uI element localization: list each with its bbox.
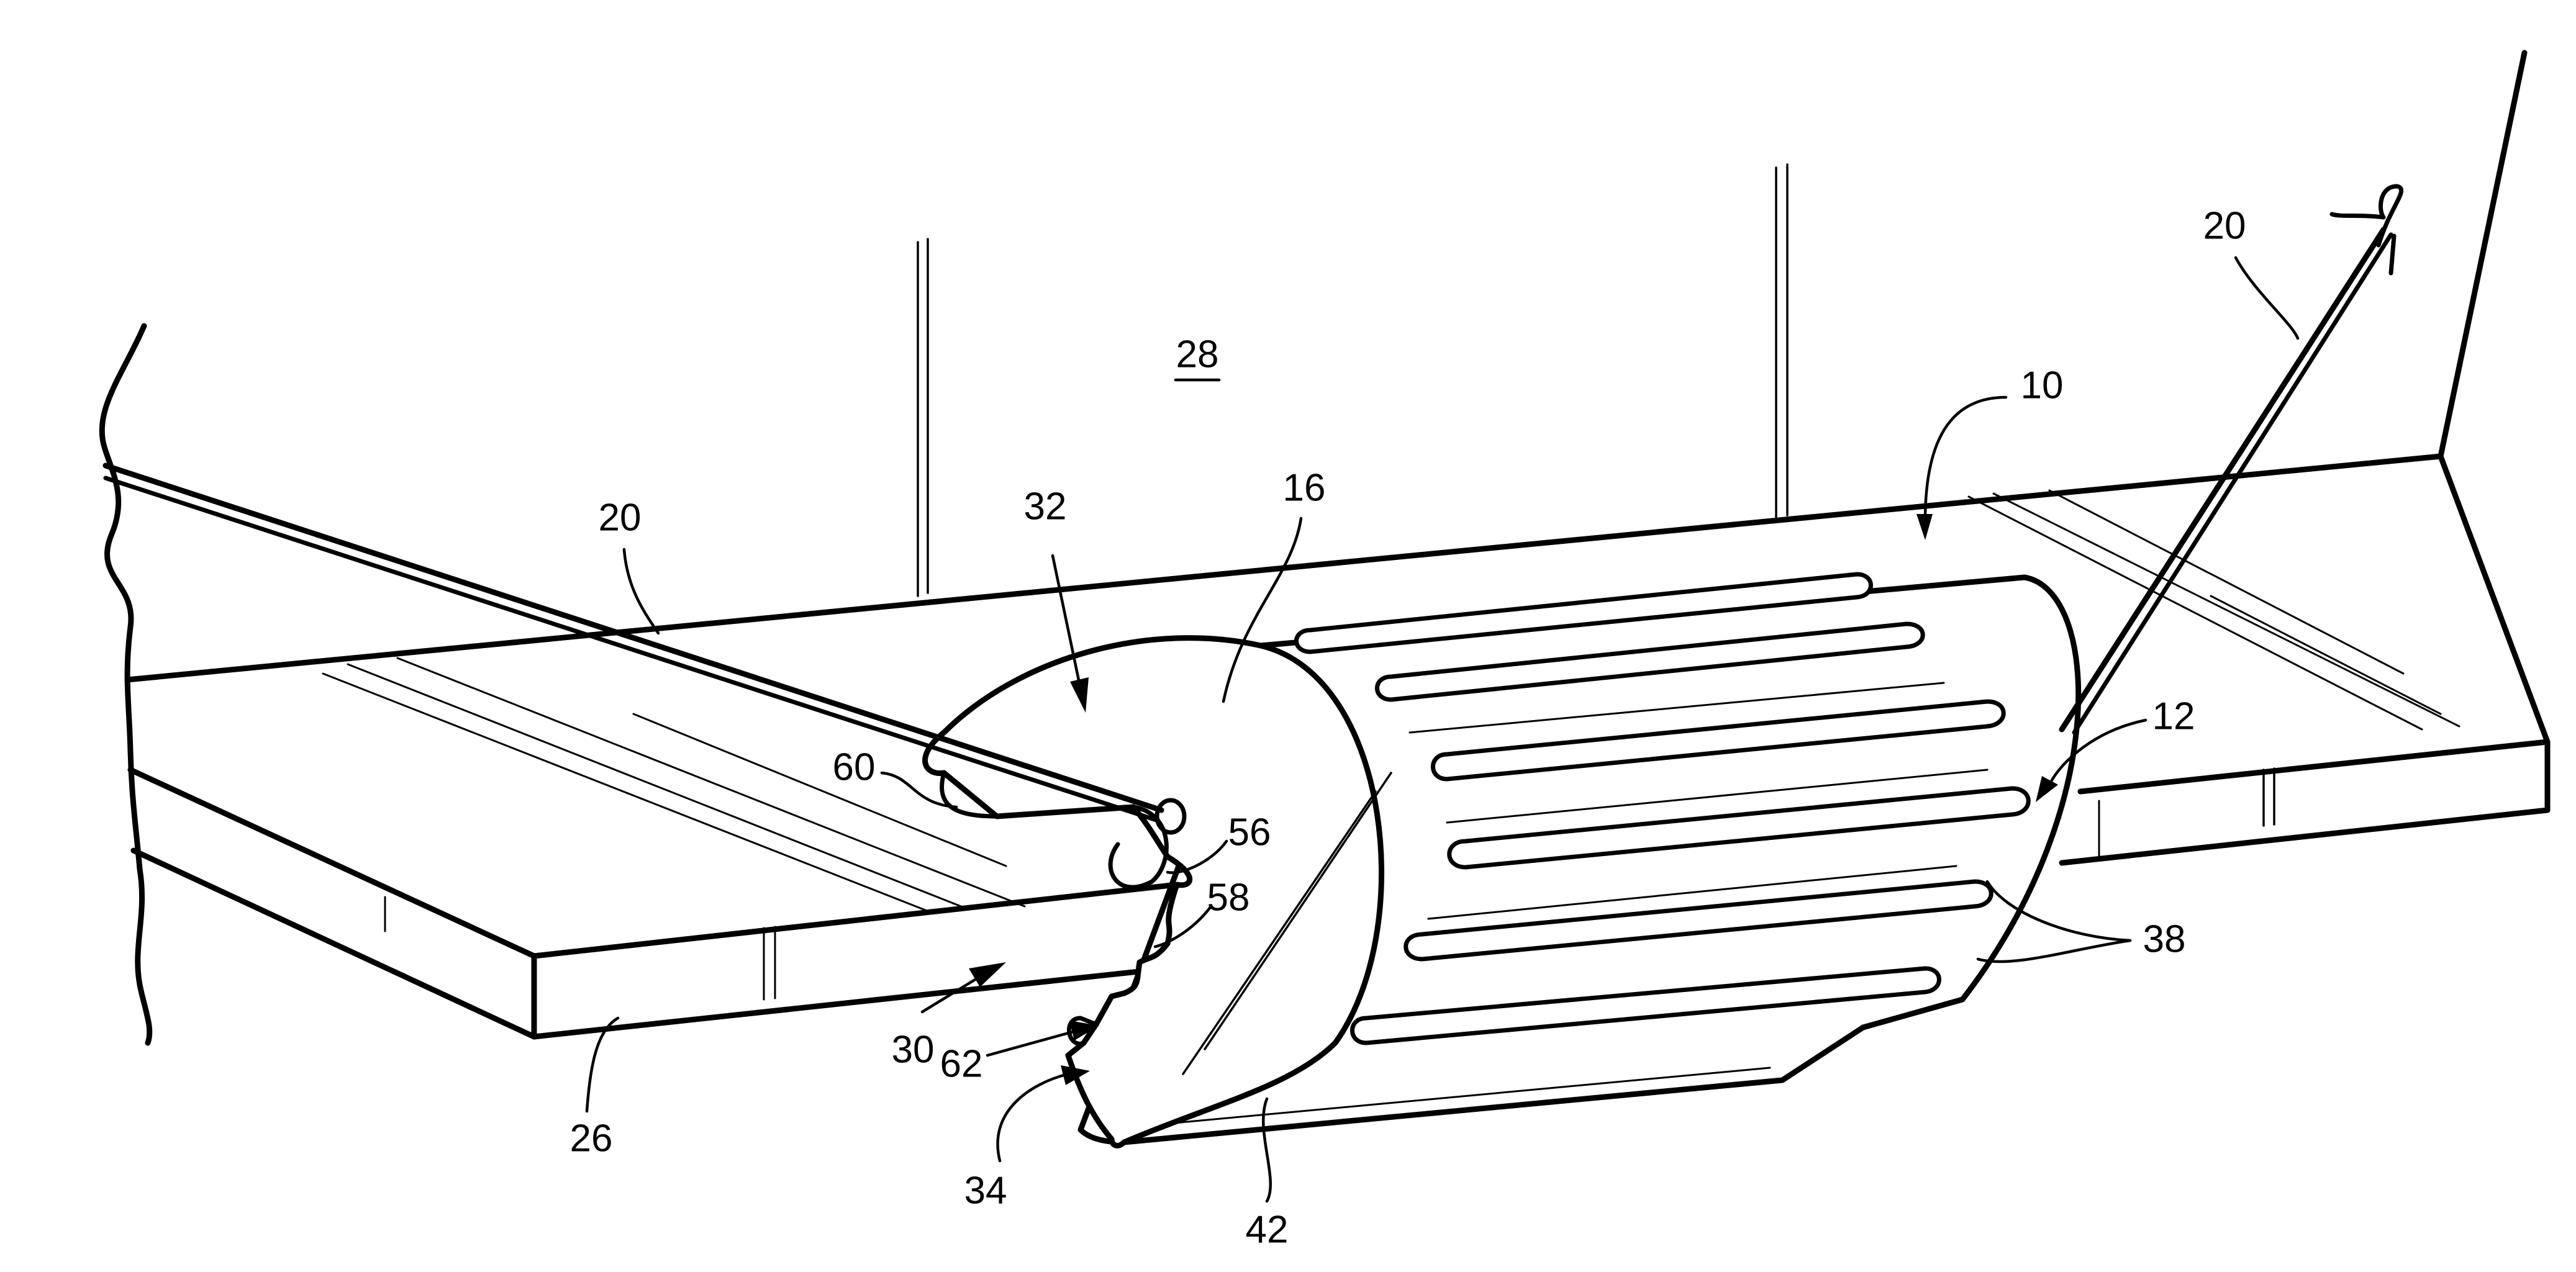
ref-58: 58 [1207, 876, 1250, 919]
ref-28: 28 [1176, 333, 1219, 376]
ref-42: 42 [1246, 1208, 1289, 1251]
wall-right-edge [2441, 53, 2524, 456]
ref-60: 60 [833, 746, 876, 788]
ref-62: 62 [940, 1042, 983, 1085]
ref-12: 12 [2152, 695, 2195, 737]
ref-30: 30 [892, 1028, 935, 1071]
ref-34: 34 [964, 1169, 1007, 1212]
ref-20-left: 20 [599, 496, 642, 539]
ref-10: 10 [2021, 364, 2064, 407]
ref-16: 16 [1283, 466, 1326, 509]
ref-32: 32 [1024, 485, 1067, 528]
left-break-line [102, 326, 150, 1043]
ref-26: 26 [570, 1117, 613, 1160]
ref-56: 56 [1228, 811, 1271, 854]
ref-20-right: 20 [2203, 204, 2246, 247]
ref-38: 38 [2143, 918, 2186, 960]
